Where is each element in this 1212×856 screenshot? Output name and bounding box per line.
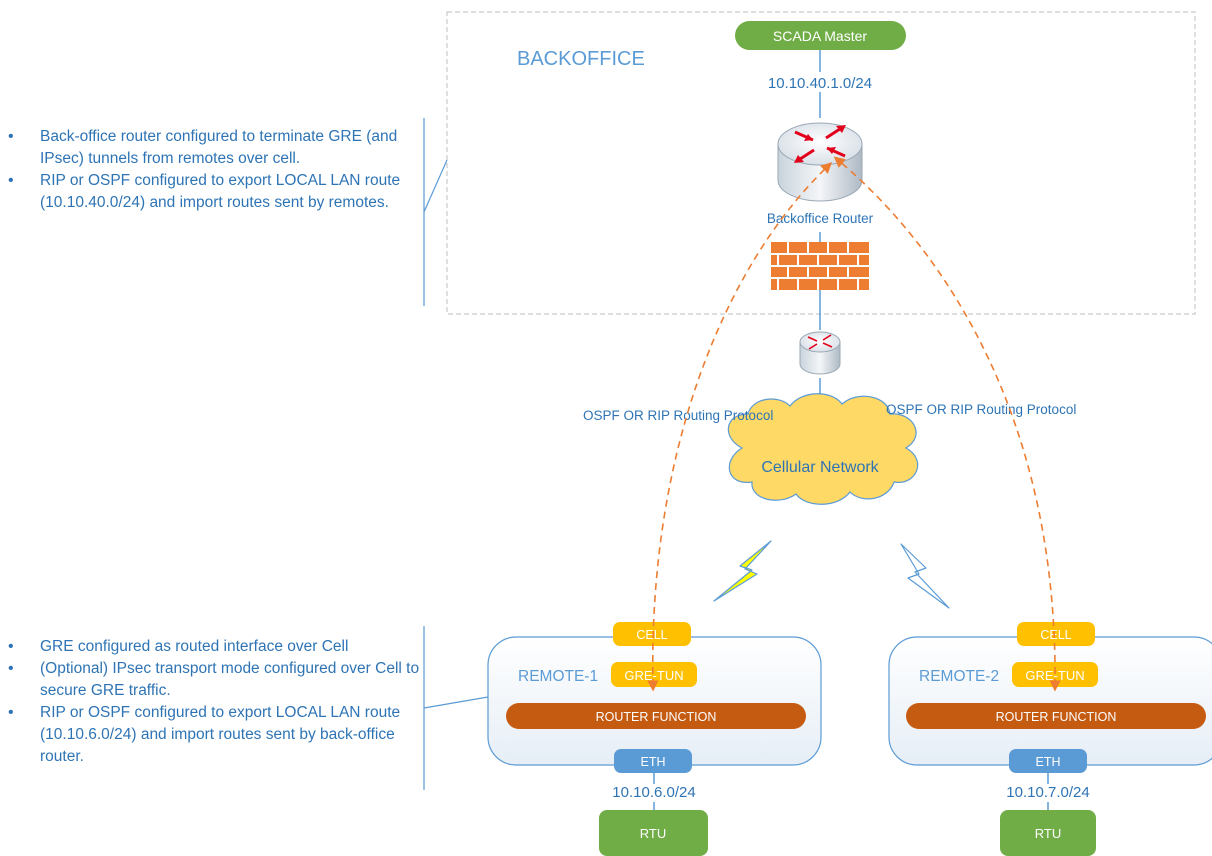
- backoffice-note-item: Back-office router configured to termina…: [0, 126, 420, 170]
- routing-protocol-label-right: OSPF OR RIP Routing Protocol: [886, 402, 1076, 417]
- router-function-1-label: ROUTER FUNCTION: [596, 710, 717, 724]
- backoffice-subnet: 10.10.40.1.0/24: [768, 75, 872, 92]
- rtu-1-label: RTU: [640, 826, 666, 841]
- lightning-bolt-icon: [900, 543, 950, 609]
- remote-note-item: (Optional) IPsec transport mode configur…: [0, 658, 420, 702]
- gre-tunnel-path-left: [647, 162, 833, 692]
- backoffice-router-icon[interactable]: [777, 122, 863, 202]
- rtu-1-node[interactable]: RTU: [599, 810, 708, 856]
- remote-note-item: GRE configured as routed interface over …: [0, 636, 420, 658]
- cellular-network-label: Cellular Network: [761, 459, 879, 476]
- backoffice-note-item: RIP or OSPF configured to export LOCAL L…: [0, 170, 420, 214]
- rtu-2-label: RTU: [1035, 826, 1061, 841]
- callout-bracket-bottom: [423, 626, 489, 790]
- remote-2-subnet: 10.10.7.0/24: [1006, 784, 1089, 801]
- router-function-2[interactable]: ROUTER FUNCTION: [906, 703, 1206, 729]
- firewall-icon: [771, 242, 869, 290]
- eth-interface-2-label: ETH: [1036, 755, 1061, 769]
- cell-interface-1-label: CELL: [636, 628, 667, 642]
- routing-protocol-label-left: OSPF OR RIP Routing Protocol: [583, 408, 773, 423]
- scada-master-node[interactable]: SCADA Master: [735, 21, 906, 50]
- gre-tunnel-path-right: [833, 156, 1061, 692]
- router-function-2-label: ROUTER FUNCTION: [996, 710, 1117, 724]
- lightning-bolt-icon: [713, 540, 772, 602]
- remote-notes: GRE configured as routed interface over …: [0, 636, 420, 768]
- router-function-1[interactable]: ROUTER FUNCTION: [506, 703, 806, 729]
- remote-2-box[interactable]: REMOTE-2 CELL GRE-TUN ROUTER FUNCTION ET…: [888, 622, 1212, 773]
- cell-interface-2[interactable]: CELL: [1017, 622, 1095, 646]
- eth-interface-1[interactable]: ETH: [614, 749, 692, 773]
- remote-1-title: REMOTE-1: [518, 668, 598, 685]
- cell-interface-1[interactable]: CELL: [613, 622, 691, 646]
- backoffice-notes: Back-office router configured to termina…: [0, 126, 420, 214]
- eth-interface-2[interactable]: ETH: [1009, 749, 1087, 773]
- remote-1-subnet: 10.10.6.0/24: [612, 784, 695, 801]
- remote-2-title: REMOTE-2: [919, 668, 999, 685]
- scada-master-label: SCADA Master: [773, 28, 867, 44]
- callout-bracket-top: [423, 118, 448, 306]
- gre-tunnel-1-label: GRE-TUN: [624, 668, 683, 683]
- edge-router-icon[interactable]: [799, 331, 841, 375]
- remote-note-item: RIP or OSPF configured to export LOCAL L…: [0, 702, 420, 768]
- remote-1-box[interactable]: REMOTE-1 CELL GRE-TUN ROUTER FUNCTION ET…: [487, 622, 822, 773]
- rtu-2-node[interactable]: RTU: [1000, 810, 1096, 856]
- eth-interface-1-label: ETH: [641, 755, 666, 769]
- gre-tunnel-1[interactable]: GRE-TUN: [611, 662, 697, 687]
- cell-interface-2-label: CELL: [1040, 628, 1071, 642]
- backoffice-title: BACKOFFICE: [517, 48, 645, 70]
